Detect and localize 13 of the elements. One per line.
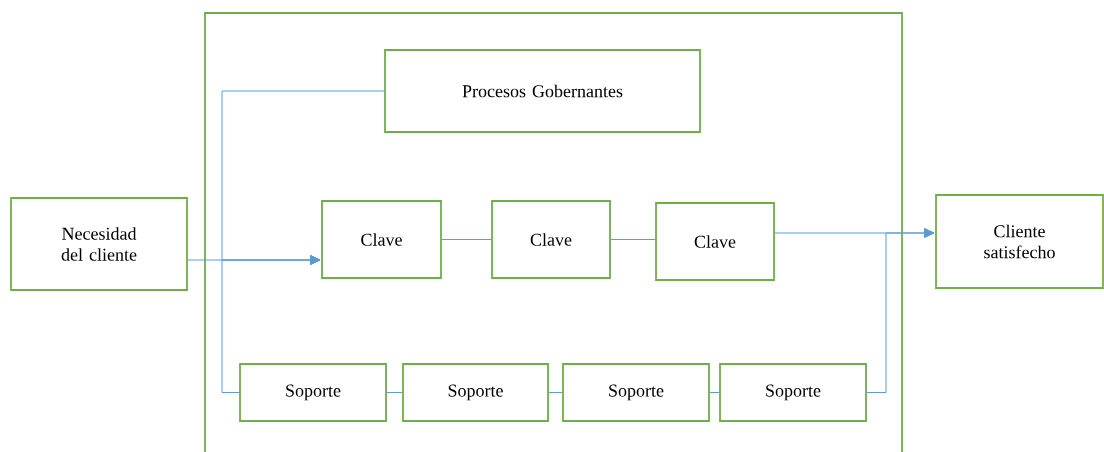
process-box: Soporte bbox=[562, 363, 710, 422]
process-box: Necesidad del cliente bbox=[10, 197, 188, 291]
process-box: Cliente satisfecho bbox=[935, 194, 1104, 289]
process-box: Clave bbox=[655, 202, 775, 281]
process-box: Soporte bbox=[402, 363, 549, 422]
process-box: Soporte bbox=[719, 363, 867, 422]
process-box: Procesos Gobernantes bbox=[384, 49, 701, 133]
arrow bbox=[866, 228, 935, 393]
process-box: Clave bbox=[491, 200, 611, 279]
process-box: Soporte bbox=[239, 363, 387, 422]
arrow bbox=[221, 255, 321, 393]
frame-box bbox=[204, 12, 903, 452]
process-box: Clave bbox=[321, 200, 442, 279]
